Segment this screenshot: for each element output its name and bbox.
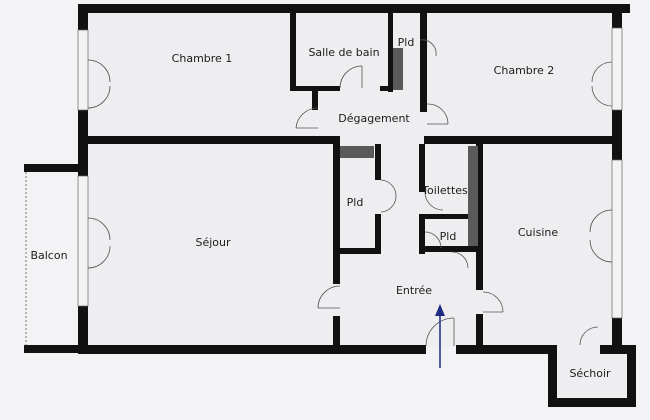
closet-sejour <box>340 146 374 158</box>
wall-segment <box>320 136 334 144</box>
wall-cuisine-left-lower <box>476 314 483 346</box>
door-pld-left-2 <box>380 195 397 213</box>
window-swing <box>589 239 613 263</box>
door-cuisine <box>482 291 504 313</box>
window-chambre1 <box>77 29 89 111</box>
room-label-sejour: Séjour <box>195 236 231 249</box>
door-sechoir <box>579 326 599 346</box>
wall-bottom-right <box>456 345 557 354</box>
wall-pld-small-left <box>419 214 425 254</box>
wall-chambre2-bottom <box>424 136 612 144</box>
wall-pld-right-lower <box>375 214 381 254</box>
door-pld-small-2 <box>451 251 469 269</box>
wall-cuisine-left <box>476 144 483 290</box>
window-sejour <box>77 175 89 307</box>
closet-pld-top <box>393 48 403 90</box>
room-label-chambre-2: Chambre 2 <box>494 64 555 77</box>
interior-floor <box>86 12 620 347</box>
balcon-wall-bottom <box>24 345 80 353</box>
wall-sdb-left <box>290 12 296 90</box>
wall-toilettes-bottom <box>419 214 479 219</box>
balcon-wall-top <box>24 164 80 172</box>
sechoir-wall-right <box>627 345 636 407</box>
door-pld-top <box>419 39 437 57</box>
balcon-floor <box>26 172 78 348</box>
wall-pld-bottom <box>333 248 381 254</box>
room-label-salle-de-bain: Salle de bain <box>308 46 379 59</box>
sechoir-wall-bottom <box>548 398 636 407</box>
wall-pld-right <box>420 12 427 112</box>
room-label-sechoir: Séchoir <box>569 367 611 380</box>
window-swing <box>87 59 111 83</box>
room-label-entree: Entrée <box>396 284 432 297</box>
wall-entree-left <box>333 254 340 284</box>
room-label-degagement: Dégagement <box>338 112 410 125</box>
wall-sdb-right <box>388 12 393 92</box>
wall-pld-small-bottom <box>419 246 479 252</box>
wall-chambre1-sejour <box>86 136 320 144</box>
room-label-pld-left: Pld <box>347 196 364 209</box>
sechoir-wall-top <box>600 345 636 354</box>
room-label-toilettes: Toilettes <box>421 184 468 197</box>
wall-bottom-left <box>78 345 426 354</box>
door-salle-de-bain <box>339 65 363 89</box>
wall-entree-left-lower <box>333 316 340 346</box>
door-entree <box>425 317 455 347</box>
door-pld-left <box>380 179 397 197</box>
window-chambre2 <box>611 27 623 111</box>
room-label-balcon: Balcon <box>30 249 67 262</box>
window-swing <box>591 61 613 83</box>
room-label-chambre-1: Chambre 1 <box>172 52 233 65</box>
wall-sdb-bottom-right <box>380 86 390 91</box>
window-swing <box>591 85 613 107</box>
door-pld-small <box>424 231 442 249</box>
wall-pld-right-upper <box>375 144 381 180</box>
door-chambre2 <box>426 103 449 125</box>
window-cuisine <box>611 159 623 319</box>
window-swing <box>87 245 111 269</box>
window-swing <box>589 209 613 233</box>
wall-sejour-right <box>333 136 340 248</box>
window-swing <box>87 217 111 241</box>
room-label-pld-small: Pld <box>440 230 457 243</box>
sechoir-wall-left <box>548 345 557 407</box>
entry-arrow-head <box>435 304 445 316</box>
wall-top <box>78 4 630 13</box>
closet-cuisine <box>468 146 478 246</box>
room-label-pld-top: Pld <box>398 36 415 49</box>
wall-degagement-left <box>312 86 318 110</box>
door-toilettes <box>424 191 444 211</box>
room-label-cuisine: Cuisine <box>518 226 558 239</box>
window-swing <box>87 85 111 109</box>
door-chambre1 <box>295 107 319 129</box>
door-sejour <box>317 285 341 309</box>
wall-toilettes-left <box>419 144 425 192</box>
